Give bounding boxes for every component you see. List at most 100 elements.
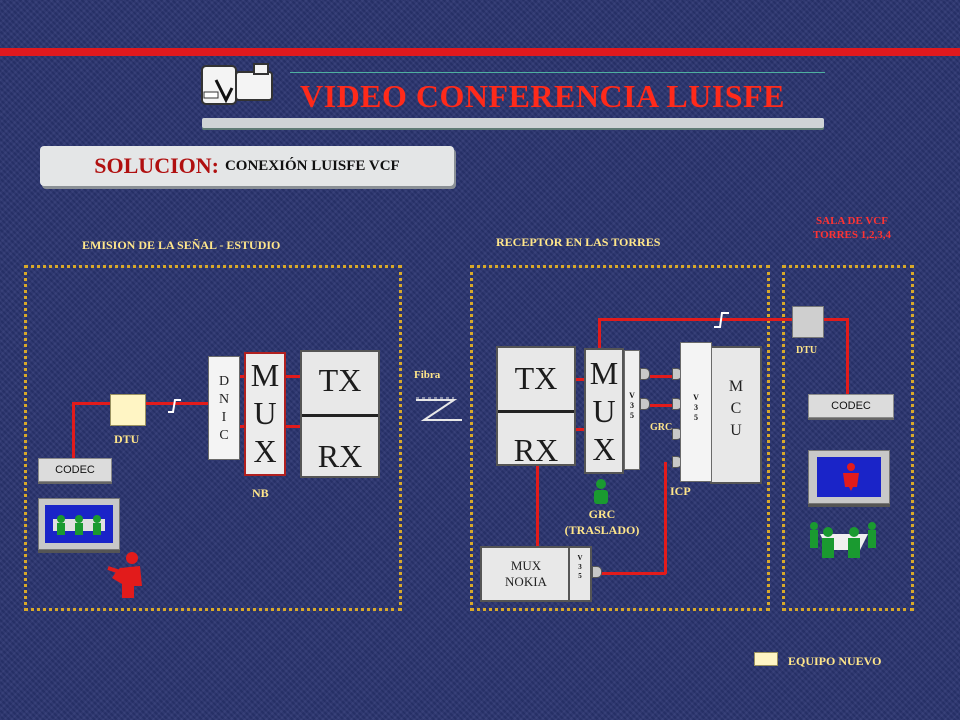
dtu-label-sala: DTU [796,345,818,356]
wire [238,425,248,428]
title-underline [290,72,825,73]
v35-letter: 3 [694,403,698,412]
region-receptor [470,265,770,611]
grc-label-line1: GRC [588,507,616,521]
dtu-device [110,394,146,426]
videoconf-monitor [38,498,120,550]
wire [238,375,248,378]
mux-box-emision: M U X [244,352,286,476]
mux-box-receptor: M U X [584,348,624,474]
txrx-divider [498,410,574,413]
dnic-letter: C [219,428,229,443]
modem-link-icon [714,312,729,328]
v35-label: V 3 5 [625,391,639,421]
v35-letter: 5 [694,413,698,422]
wire [576,378,588,381]
mcu-letters: M C U [712,376,760,442]
meeting-people-icon [53,515,105,535]
codec-device-sala: CODEC [808,394,894,418]
mcu-box: M C U [710,346,762,484]
mux-letter: M [250,357,280,393]
mux-letter: U [253,395,277,431]
v35-label: V 3 5 [570,554,590,581]
wire [824,318,848,321]
dnic-letter: N [218,392,230,407]
videoconf-monitor-sala [808,450,890,504]
grc-traslado-label: GRC (TRASLADO) [552,506,652,538]
nokia-divider [568,548,570,600]
fiber-link-icon [416,397,462,421]
port [640,398,650,410]
v35-letter: 3 [630,401,634,410]
dtu-device-sala [792,306,824,338]
nb-label: NB [252,486,269,500]
video-camera-icon [201,63,273,105]
wire [600,572,666,575]
solution-label: SOLUCION: [94,153,219,178]
wire [286,425,300,428]
txrx-divider [302,414,378,417]
wire [146,402,208,405]
v35-card-receptor: V 3 5 [624,350,640,470]
fibra-label: Fibra [414,369,441,381]
wire [72,402,75,460]
wire [650,375,678,378]
v35-letter: 5 [630,411,634,420]
page-title: VIDEO CONFERENCIA LUISFE [300,78,785,114]
presenter-person-icon [107,552,142,598]
codec-device-emision: CODEC [38,458,112,482]
mux-letters: M U X [586,354,622,468]
dnic-letter: I [221,410,227,425]
tx-label: TX [514,360,558,396]
rx-label: RX [513,432,559,468]
dnic-letter: D [218,374,230,389]
mux-letter: X [592,431,616,467]
mux-letters: M U X [246,356,284,470]
mcu-letter: C [730,400,742,417]
rx-label: RX [317,438,363,474]
legend-label: EQUIPO NUEVO [788,654,882,668]
port [640,368,650,380]
grc-small-label: GRC [650,422,673,433]
solution-text: CONEXIÓN LUISFE VCF [224,157,400,174]
wire [72,402,112,405]
mcu-letter: M [728,378,744,395]
nokia-label: MUX NOKIA [486,558,566,590]
dnic-box: D N I C [208,356,240,460]
top-red-bar [0,48,960,56]
wire [650,404,678,407]
v35-letter: 3 [578,563,582,571]
wire [536,466,539,548]
person-icon [594,479,608,504]
sala-label-line1: SALA DE VCF [816,215,888,227]
v35-letter: V [629,391,635,400]
section-label-emision: EMISION DE LA SEÑAL - ESTUDIO [82,238,281,252]
wire [598,318,794,321]
port [592,566,602,578]
presenter-person-icon [843,463,859,491]
mux-letter: M [589,355,619,391]
grc-label-line2: (TRASLADO) [564,523,640,537]
v35-letter: 5 [578,572,582,580]
tx-label: TX [318,362,362,398]
v35-label: V 3 5 [681,393,711,423]
section-label-sala: SALA DE VCF TORRES 1,2,3,4 [790,214,914,242]
wire [598,318,601,352]
v35-letter: V [577,554,583,562]
section-label-receptor: RECEPTOR EN LAS TORRES [496,235,661,249]
legend-swatch [754,652,778,666]
dnic-letters: D N I C [209,373,239,445]
nokia-label-line1: MUX [510,558,542,573]
wire [846,318,849,418]
mux-letter: U [592,393,616,429]
icp-label: ICP [670,484,691,498]
sala-label-line2: TORRES 1,2,3,4 [812,229,892,241]
v35-card-mcu: V 3 5 [680,342,712,482]
dtu-label: DTU [114,432,140,446]
modem-link-icon [168,399,181,413]
region-emision [24,265,402,611]
solution-banner: SOLUCION: CONEXIÓN LUISFE VCF [40,146,454,186]
title-decorative-bar [202,118,824,128]
wire [286,375,300,378]
v35-letter: V [693,393,699,402]
